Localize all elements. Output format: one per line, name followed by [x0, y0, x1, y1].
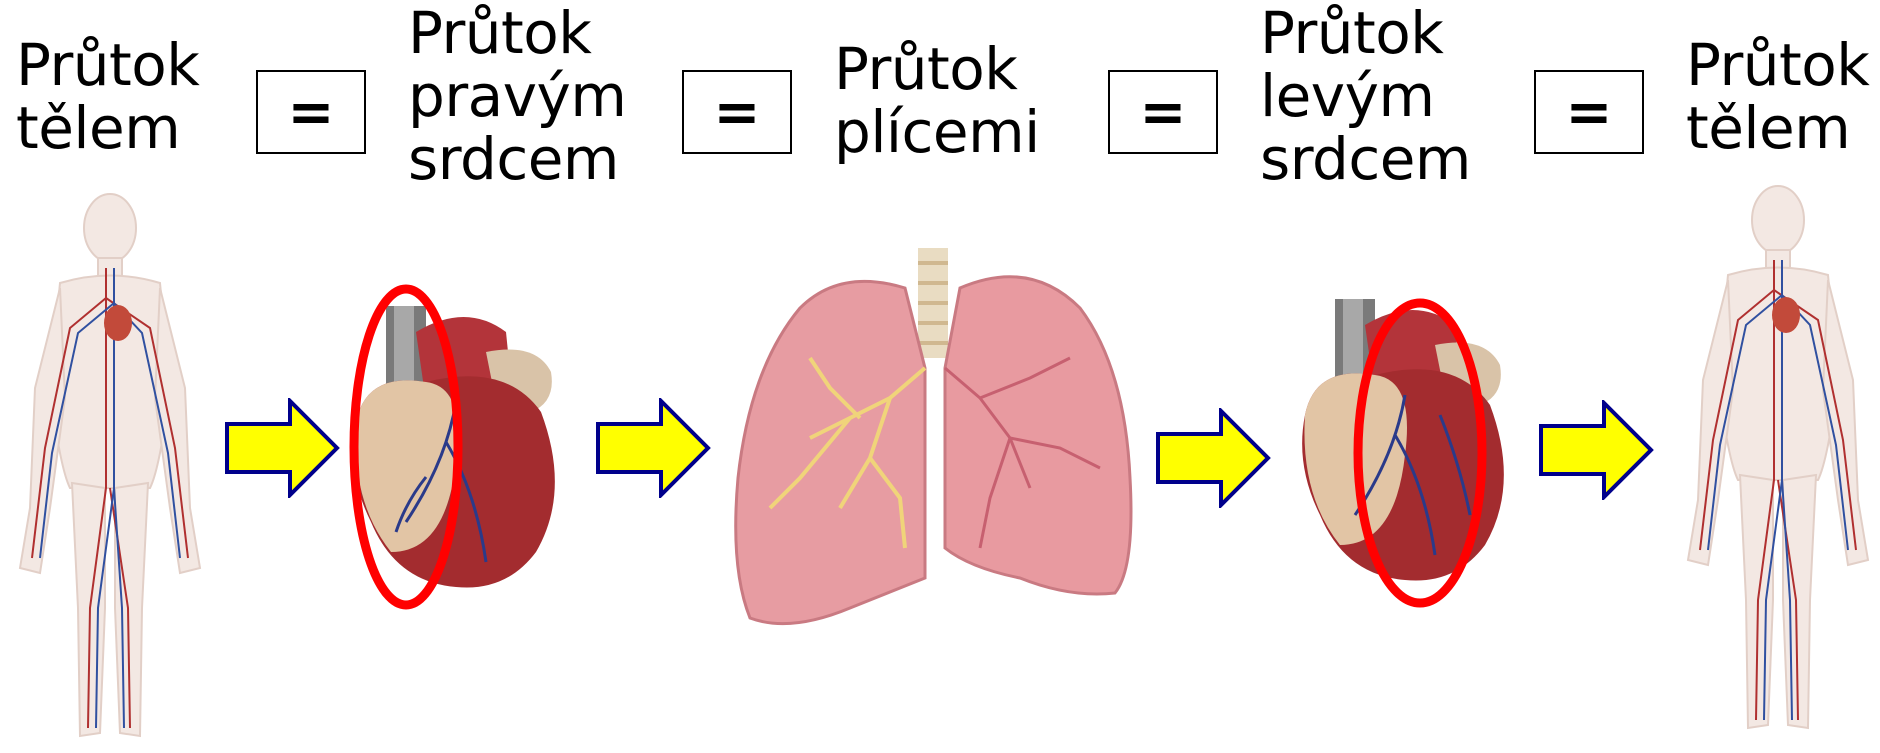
label-line: srdcem	[408, 128, 626, 191]
label-line: Průtok	[834, 38, 1040, 101]
flow-arrow-icon	[595, 398, 711, 498]
label-line: plícemi	[834, 101, 1040, 164]
flow-arrow-icon	[1155, 408, 1271, 508]
equals-sign-box: =	[256, 70, 366, 154]
label-line: Průtok	[16, 34, 199, 97]
label-line: Průtok	[408, 2, 626, 65]
lungs-icon	[730, 248, 1135, 633]
label-left-heart: Průtok levým srdcem	[1260, 2, 1471, 191]
label-line: levým	[1260, 65, 1471, 128]
equals-sign-box: =	[682, 70, 792, 154]
heart-icon	[336, 262, 576, 612]
label-line: Průtok	[1260, 2, 1471, 65]
label-line: Průtok	[1686, 34, 1869, 97]
equals-sign-box: =	[1108, 70, 1218, 154]
label-line: srdcem	[1260, 128, 1471, 191]
equals-sign-box: =	[1534, 70, 1644, 154]
label-line: tělem	[16, 97, 199, 160]
human-body-circulation-icon	[10, 188, 210, 748]
label-body-left: Průtok tělem	[16, 34, 199, 160]
label-body-right: Průtok tělem	[1686, 34, 1869, 160]
label-line: pravým	[408, 65, 626, 128]
label-line: tělem	[1686, 97, 1869, 160]
flow-arrow-icon	[224, 398, 340, 498]
label-lungs: Průtok plícemi	[834, 38, 1040, 164]
flow-arrow-icon	[1538, 400, 1654, 500]
human-body-circulation-icon	[1678, 180, 1878, 740]
label-right-heart: Průtok pravým srdcem	[408, 2, 626, 191]
heart-icon	[1290, 285, 1540, 625]
